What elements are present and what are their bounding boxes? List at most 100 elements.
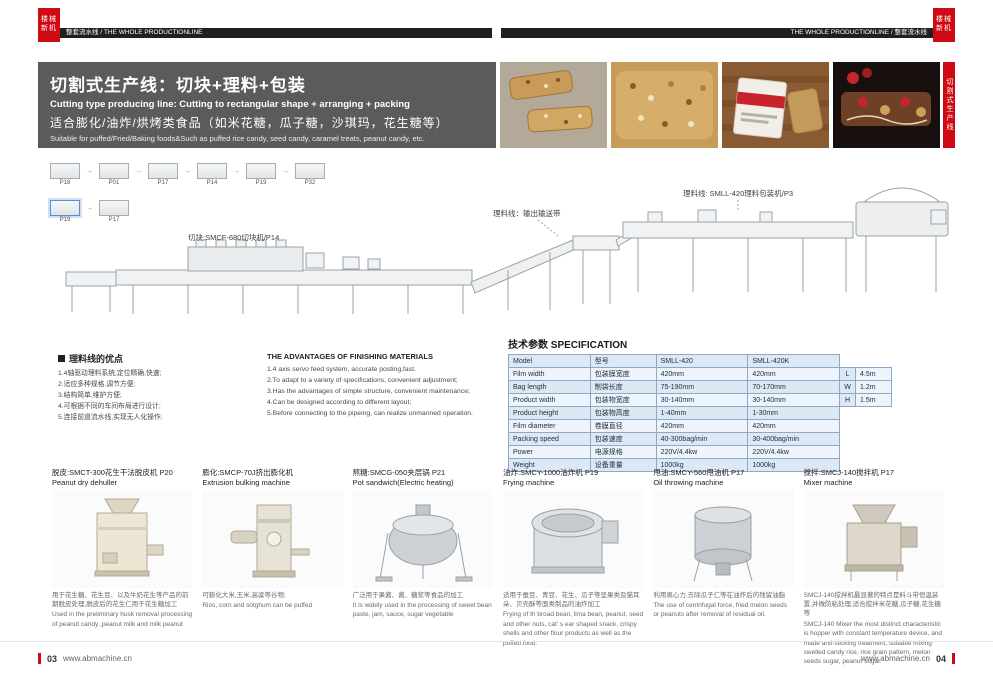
specification-title: 技术参数 SPECIFICATION	[508, 340, 628, 351]
spec-dim-label	[839, 419, 856, 433]
advantage-item: 5.连接前道流水线,实现无人化操作;	[58, 413, 163, 421]
machine-gallery: 脱皮:SMCT-300花生干法脱皮机 P20 Peanut dry dehull…	[52, 468, 944, 667]
machine-card-oil-thrower: 甩油:SMCY-560甩油机 P17 Oil throwing machine …	[653, 468, 794, 667]
spec-cell: 420mm	[655, 419, 749, 433]
flow-arrow-icon: →	[86, 168, 93, 175]
machine-desc-cn: 利用离心力,去除瓜子仁等在油炸后的残留油脂	[653, 591, 786, 599]
spec-cell: 包装速度	[589, 432, 657, 446]
website-link-left[interactable]: www.abmachine.cn	[63, 654, 132, 663]
machine-icon	[50, 163, 80, 179]
advantages-cn-list: 1.4轴驱动理料系统,定位精确,快速; 2.适应多种规格,调节方便; 3.结构简单,…	[58, 369, 253, 423]
flow-node-label: P19	[59, 217, 71, 223]
page-number-right: 04	[935, 653, 946, 664]
spec-cell: 1-40mm	[655, 406, 749, 420]
machine-card-mixer: 搅拌:SMCJ-140搅拌机 P17 Mixer machine SMCJ-14…	[803, 468, 944, 667]
header-left: 楼械 新机 整套流水线 / THE WHOLE PRODUCTIONLINE	[38, 8, 492, 42]
diagram-flow-node: P32	[293, 163, 327, 186]
advantages-en-list: 1.4 axis servo feed system, accurate pos…	[267, 365, 504, 419]
advantage-item: 3.结构简单,维护方便;	[58, 391, 122, 399]
machine-desc-en: It is widely used in the processing of s…	[352, 601, 492, 619]
advantage-item: 3.Has the advantages of simple structure…	[267, 387, 470, 395]
brand-logo-line2: 新机	[936, 25, 952, 32]
spec-cell: 设备重量	[589, 458, 657, 472]
spec-cell: 30-140mm	[747, 393, 841, 407]
machine-caption-cn: 搅拌:SMCJ-140搅拌机 P17	[803, 468, 895, 477]
page-title-en: Cutting type producing line: Cutting to …	[50, 99, 410, 110]
spec-cell: 包装物高度	[589, 406, 657, 420]
product-photo-bar-closeup	[611, 62, 718, 148]
machine-photo-fryer	[502, 489, 644, 588]
product-photo-cereal-bars	[500, 62, 607, 148]
spec-cell: Weight	[508, 458, 591, 472]
spec-cell: 420mm	[655, 367, 749, 381]
spec-cell: 75-190mm	[655, 380, 749, 394]
machine-photo-mixer	[803, 489, 944, 588]
advantage-item: 1.4轴驱动理料系统,定位精确,快速;	[58, 370, 162, 377]
spec-dim-value	[855, 445, 892, 459]
spec-cell: SMLL-420	[655, 354, 749, 368]
machine-card-dehuller: 脱皮:SMCT-300花生干法脱皮机 P20 Peanut dry dehull…	[52, 468, 193, 667]
flow-node-label: P14	[206, 180, 218, 186]
advantage-item: 2.适应多种规格,调节方便;	[58, 380, 136, 388]
machine-desc-cn: SMCJ-140搅拌机最显著的特点是料斗带恒温装置,并做防粘处理,适合搅拌米花糖…	[803, 591, 941, 618]
spec-cell: 1000kg	[655, 458, 749, 472]
spec-dim-value: 1.2m	[855, 380, 892, 394]
machine-desc-cn: 用于花生糖、花生豆、以及牛奶花生等产品的前期脱皮处理,脱皮后的花生仁用于花生糖加…	[52, 591, 189, 608]
series-tab: 切割式生产线	[943, 62, 955, 148]
machine-icon	[148, 163, 178, 179]
spec-dim-value	[855, 458, 892, 472]
spec-dim-label	[839, 406, 856, 420]
flow-node-label: P01	[108, 180, 120, 186]
spec-dim-label	[839, 445, 856, 459]
machine-icon	[99, 200, 129, 216]
machine-icon	[99, 163, 129, 179]
machine-caption-en: Oil throwing machine	[653, 477, 724, 487]
spec-cell: Product width	[508, 393, 591, 407]
diagram-label-packer: 理料线: SMLL-420理料包装机/P3	[683, 188, 793, 198]
advantage-item: 4.Can be designed according to different…	[267, 398, 412, 406]
machine-photo-dehuller	[52, 489, 193, 588]
advantages-section: 理料线的优点 1.4轴驱动理料系统,定位精确,快速; 2.适应多种规格,调节方便;…	[58, 352, 504, 423]
flow-node-label: P17	[108, 217, 120, 223]
spec-cell: 型号	[589, 354, 657, 368]
diagram-flow-node: P19	[244, 163, 278, 186]
header-right: THE WHOLE PRODUCTIONLINE / 整套流水线 楼械 新机	[501, 8, 955, 42]
machine-icon	[246, 163, 276, 179]
machine-caption-en: Extrusion bulking machine	[202, 477, 290, 487]
machine-caption-en: Peanut dry dehuller	[52, 477, 118, 487]
machine-caption-cn: 甩油:SMCY-560甩油机 P17	[653, 468, 745, 477]
machine-card-jacketed-pot: 熬糖:SMCG-050夹层锅 P21 Pot sandwich(Electric…	[352, 468, 493, 667]
diagram-flow-node: P17	[146, 163, 180, 186]
brand-logo-line2: 新机	[41, 25, 57, 32]
product-photo-packaged-bar	[722, 62, 829, 148]
website-link-right[interactable]: www.abmachine.cn	[861, 654, 930, 663]
machine-icon	[295, 163, 325, 179]
spec-cell: 制袋长度	[589, 380, 657, 394]
machine-desc-en: Used in the preliminary husk removal pro…	[52, 611, 193, 628]
flow-arrow-icon: →	[86, 205, 93, 212]
advantage-item: 1.4 axis servo feed system, accurate pos…	[267, 366, 416, 373]
machine-caption-en: Frying machine	[502, 477, 555, 487]
production-line-diagram: 切块:SMCF-680切块机/P14 理料线：输出输送带 理料线: SMLL-4…	[65, 187, 949, 314]
brand-logo: 楼械 新机	[933, 8, 955, 42]
spec-cell: SMLL-420K	[747, 354, 841, 368]
machine-icon	[50, 200, 80, 216]
machine-desc-en: The use of centrifugal force, fried melo…	[653, 601, 788, 619]
spec-dim-value	[855, 432, 892, 446]
page-subtitle-cn: 适合膨化/油炸/烘烤类食品（如米花糖，瓜子糖，沙琪玛，花生糖等）	[50, 116, 449, 130]
spec-cell: Model	[508, 354, 591, 368]
spec-cell: 420mm	[747, 367, 841, 381]
spec-cell: Film width	[508, 367, 591, 381]
diagram-label-cutter: 切块:SMCF-680切块机/P14	[188, 232, 279, 242]
diagram-flow-node: P17	[97, 200, 131, 223]
advantages-cn-title: 理料线的优点	[58, 352, 253, 365]
machine-photo-oil-thrower	[653, 489, 794, 588]
spec-dim-label: W	[839, 380, 857, 394]
machine-caption-cn: 油炸:SMCY-1000油炸机 P19	[502, 468, 599, 477]
advantages-cn: 理料线的优点 1.4轴驱动理料系统,定位精确,快速; 2.适应多种规格,调节方便;…	[58, 352, 253, 423]
